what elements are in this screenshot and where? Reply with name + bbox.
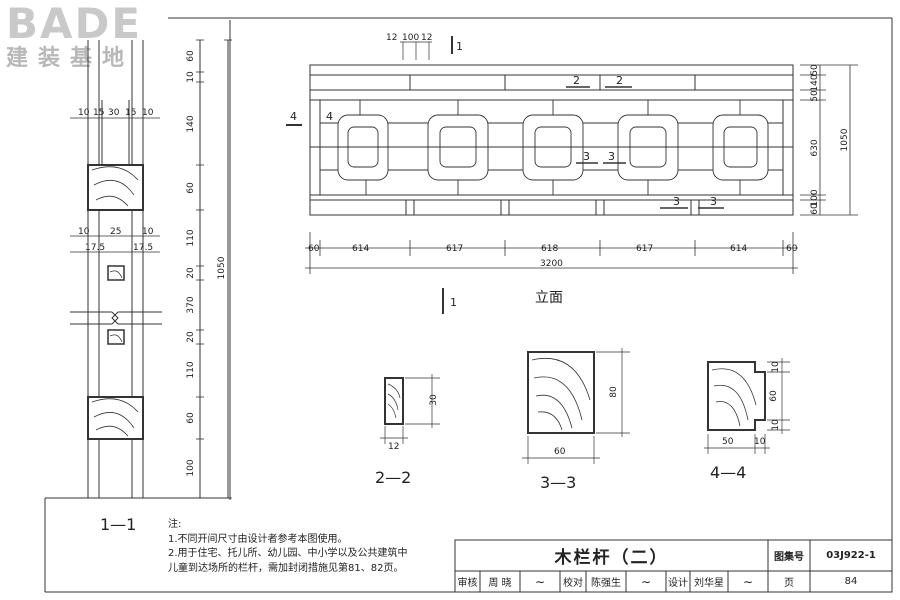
section-4-4-drawing	[704, 358, 790, 454]
dim-s22-w: 12	[388, 442, 399, 452]
review-name: 周 晓	[488, 578, 512, 589]
section-label-elevation: 立面	[535, 290, 563, 306]
dim-elev-top-1: 12	[386, 33, 397, 43]
page-label: 页	[784, 578, 794, 589]
cut-mark-1-top: 1	[456, 40, 463, 53]
notes: 注: 1.不同开间尺寸由设计者参考本图使用。 2.用于住宅、托儿所、幼儿园、中小…	[168, 518, 468, 576]
dim-side-6: 20	[186, 267, 196, 279]
dim-side-1: 60	[186, 50, 196, 62]
dim-side-top-1: 10	[78, 108, 90, 118]
lattice-panel	[505, 100, 600, 195]
lattice-panel	[695, 100, 783, 195]
dim-elev-right-6: 60	[810, 203, 820, 215]
dim-elev-bottom-3: 617	[446, 244, 463, 254]
dim-side-3: 140	[186, 115, 196, 132]
dim-side-top-4: 15	[125, 108, 136, 118]
cut-mark-3b-right: 3	[710, 195, 717, 208]
cut-mark-4-right: 4	[326, 110, 333, 123]
dim-side-mid-2: 25	[110, 227, 121, 237]
section-3-3-drawing	[522, 348, 630, 464]
dim-side-total: 1050	[217, 256, 227, 279]
lattice-panel	[410, 100, 505, 195]
lattice-panel	[320, 100, 410, 195]
drawing-title: 木栏杆（二）	[554, 548, 669, 568]
section-label-4-4: 4—4	[710, 463, 746, 482]
check-name: 陈强生	[591, 578, 621, 589]
dim-s44-w2: 10	[754, 437, 766, 447]
notes-line-3: 儿童到达场所的栏杆，需加封闭措施见第81、82页。	[168, 562, 404, 574]
section-label-1-1: 1—1	[100, 515, 136, 534]
dim-elev-right-2: 140	[810, 74, 820, 91]
dim-side-2: 10	[186, 71, 196, 83]
dim-s44-w1: 50	[722, 437, 734, 447]
dim-s22-h: 30	[429, 394, 439, 406]
section-label-2-2: 2—2	[375, 468, 411, 487]
dim-elev-bottom-5: 617	[636, 244, 653, 254]
dim-s33-h: 80	[609, 386, 619, 398]
atlas-label: 图集号	[774, 552, 804, 563]
notes-title: 注:	[168, 519, 182, 530]
dim-s33-w: 60	[554, 447, 566, 457]
dim-side-7: 370	[186, 296, 196, 313]
dim-elev-bottom-2: 614	[352, 244, 369, 254]
dim-s44-h2: 60	[769, 390, 779, 402]
dim-elev-bottom-4: 618	[541, 244, 558, 254]
logo: BADE 建装基地	[6, 2, 166, 82]
dim-side-mid2-2: 17.5	[133, 243, 153, 253]
dim-side-8: 20	[186, 331, 196, 343]
check-label: 校对	[563, 578, 583, 589]
dim-side-mid-3: 10	[142, 227, 154, 237]
cut-mark-2-right: 2	[616, 74, 623, 87]
review-signature: ∼	[534, 574, 546, 589]
dim-elev-total: 3200	[540, 259, 563, 269]
dim-side-5: 110	[186, 229, 196, 246]
page-number: 84	[844, 576, 858, 587]
dim-elev-top-2: 100	[402, 33, 419, 43]
dim-elev-bottom-6: 614	[730, 244, 747, 254]
cut-mark-3b-left: 3	[673, 195, 680, 208]
cut-mark-1-bottom: 1	[450, 296, 457, 309]
dim-elev-bottom-1: 60	[308, 244, 320, 254]
dim-elev-height: 1050	[840, 128, 850, 151]
section-1-1-drawing	[70, 39, 232, 499]
notes-line-1: 1.不同开间尺寸由设计者参考本图使用。	[168, 533, 348, 545]
cut-mark-4-left: 4	[290, 110, 297, 123]
dim-elev-right-4: 630	[810, 139, 820, 156]
dim-side-top-2: 15	[93, 108, 104, 118]
notes-line-2: 2.用于住宅、托儿所、幼儿园、中小学以及公共建筑中	[168, 548, 408, 559]
dim-side-10: 60	[186, 412, 196, 424]
logo-brand: BADE	[6, 0, 143, 48]
dim-side-11: 100	[186, 459, 196, 476]
dim-s44-h3: 10	[771, 419, 781, 431]
title-block-grid	[454, 539, 893, 593]
dim-elev-bottom-7: 60	[786, 244, 798, 254]
dim-side-mid2-1: 17.5	[85, 243, 105, 253]
dim-side-top-5: 10	[142, 108, 154, 118]
cut-mark-2-left: 2	[573, 74, 580, 87]
review-label: 审核	[457, 578, 478, 589]
dim-s44-h1: 10	[771, 361, 781, 373]
dim-side-4: 60	[186, 182, 196, 194]
atlas-number: 03J922-1	[826, 550, 876, 561]
dim-side-top-3: 30	[108, 108, 120, 118]
dim-elev-right-1: 50	[810, 64, 820, 76]
dim-elev-right-5: 100	[810, 189, 820, 206]
cut-mark-3a-left: 3	[583, 150, 590, 163]
lattice-panel	[600, 100, 695, 195]
design-label: 设计	[668, 578, 688, 589]
section-2-2-drawing	[380, 374, 440, 444]
dim-elev-top-3: 12	[421, 33, 432, 43]
dim-side-9: 110	[186, 361, 196, 378]
section-label-3-3: 3—3	[540, 473, 576, 492]
dim-elev-right-3: 50	[810, 90, 820, 102]
dim-side-mid-1: 10	[78, 227, 90, 237]
elevation-drawing	[286, 36, 858, 314]
design-name: 刘华星	[694, 578, 724, 589]
cut-mark-3a-right: 3	[608, 150, 615, 163]
check-signature: ∼	[640, 574, 652, 589]
design-signature: ∼	[742, 574, 754, 589]
logo-subtitle: 建装基地	[6, 46, 135, 71]
